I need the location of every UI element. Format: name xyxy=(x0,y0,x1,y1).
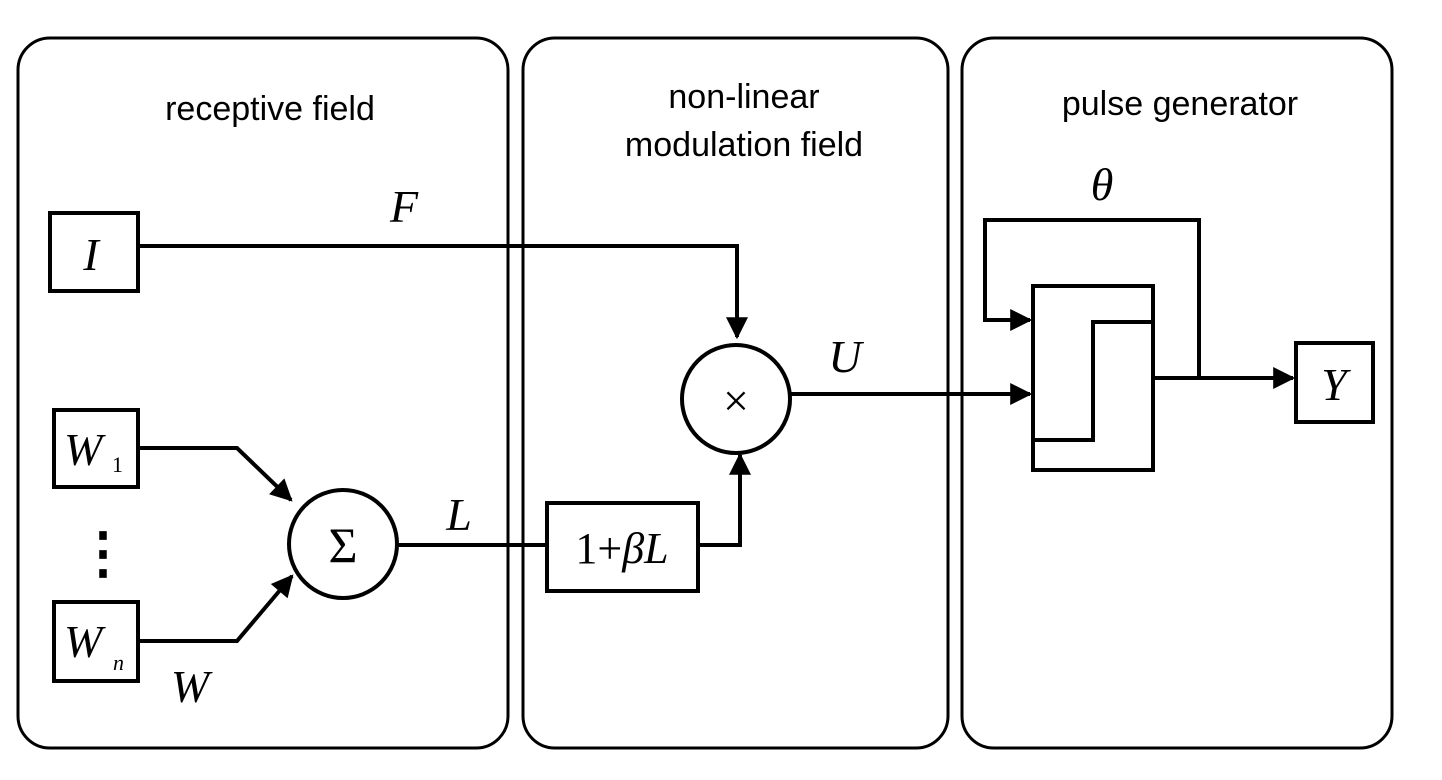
linking-label: L xyxy=(445,489,472,540)
summation-node: Σ xyxy=(287,488,399,600)
input-symbol: I xyxy=(82,229,101,280)
modulation-to-multiply-arrow xyxy=(698,452,751,547)
receptive-field-panel: receptive field xyxy=(16,36,510,750)
modulation-beta: β xyxy=(621,524,644,573)
multiply-symbol: × xyxy=(723,375,749,426)
weight-n-box: W n xyxy=(52,600,140,683)
step-curve xyxy=(1033,320,1153,442)
modulation-field-title-line2: modulation field xyxy=(625,126,863,164)
threshold-loop xyxy=(983,218,1201,378)
weight-1-box: W 1 xyxy=(52,408,140,489)
modulation-l: L xyxy=(643,524,668,573)
wn-to-sum-arrow xyxy=(138,574,294,643)
pulse-generator-title: pulse generator xyxy=(1062,85,1298,123)
modulation-box: 1+βL xyxy=(545,501,700,593)
receptive-field-title: receptive field xyxy=(165,90,375,128)
sum-symbol: Σ xyxy=(328,517,357,573)
weights-label: W xyxy=(171,661,213,712)
feeding-label: F xyxy=(389,181,419,232)
threshold-label: θ xyxy=(1091,159,1114,210)
output-box: Y xyxy=(1294,341,1375,424)
modulation-one-plus: 1+ xyxy=(575,524,622,573)
output-symbol: Y xyxy=(1321,359,1351,410)
weight-n-symbol: W xyxy=(64,616,106,667)
weight-1-subscript: 1 xyxy=(112,452,123,477)
step-function-box xyxy=(1031,284,1155,472)
weights-ellipsis: ⋮ xyxy=(75,523,131,585)
feeding-line xyxy=(138,244,748,340)
modulation-field-title-line1: non-linear xyxy=(668,78,819,116)
internal-activity-label: U xyxy=(828,331,864,382)
modulation-expression: 1+βL xyxy=(575,524,668,573)
input-box: I xyxy=(48,211,140,293)
modulation-field-panel: non-linear modulation field xyxy=(521,36,950,750)
weight-1-symbol: W xyxy=(64,424,106,475)
weight-n-subscript: n xyxy=(113,650,124,675)
w1-to-sum-arrow xyxy=(138,446,293,502)
multiply-node: × xyxy=(680,343,792,455)
